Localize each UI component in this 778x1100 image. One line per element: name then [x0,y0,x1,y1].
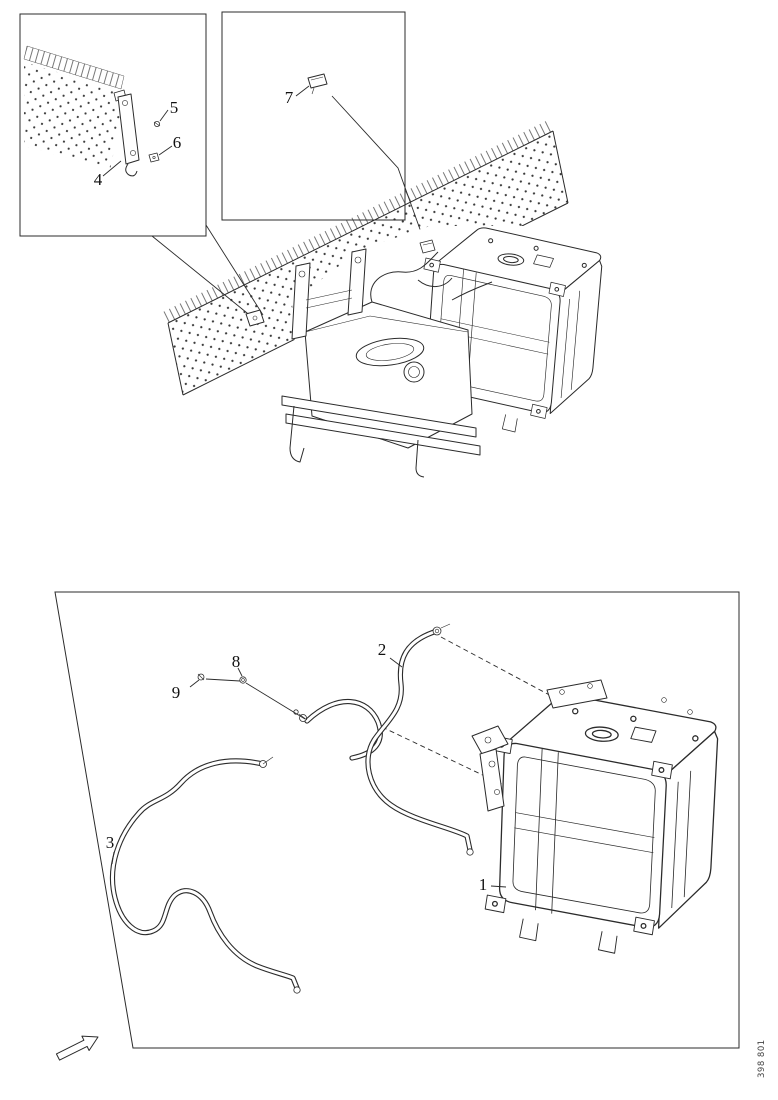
pump-tank-assembly [281,221,612,478]
nut-part-6 [148,152,160,163]
exploded-view-border [54,591,740,1049]
detail-inset-a [19,13,207,237]
callout-7: 7 [285,88,294,107]
figure-code: 398 801 [757,1039,767,1078]
callout-2: 2 [378,640,387,659]
inset-leader-lines [151,95,427,318]
callout-8: 8 [232,652,241,671]
aftertreatment-canister-exploded [477,689,723,961]
clip-part-7 [307,73,328,89]
mounting-hook [289,405,305,463]
callout-1: 1 [479,875,488,894]
callout-3: 3 [106,833,115,852]
detail-inset-b [221,11,406,221]
fasteners-8-9 [189,667,306,720]
hose-part-2 [365,623,474,856]
callout-5: 5 [170,98,179,117]
hose-part-3 [109,756,301,994]
callout-9: 9 [172,683,181,702]
tank-part-1 [471,679,723,961]
bracket-part-4 [117,93,140,165]
direction-arrow-icon [55,1035,99,1061]
nut-part-8 [239,676,247,684]
callout-6: 6 [173,133,182,152]
callout-4: 4 [94,170,103,189]
rail-clamp [245,309,265,327]
mount-bracket [479,748,505,812]
filler-cap [403,361,425,383]
